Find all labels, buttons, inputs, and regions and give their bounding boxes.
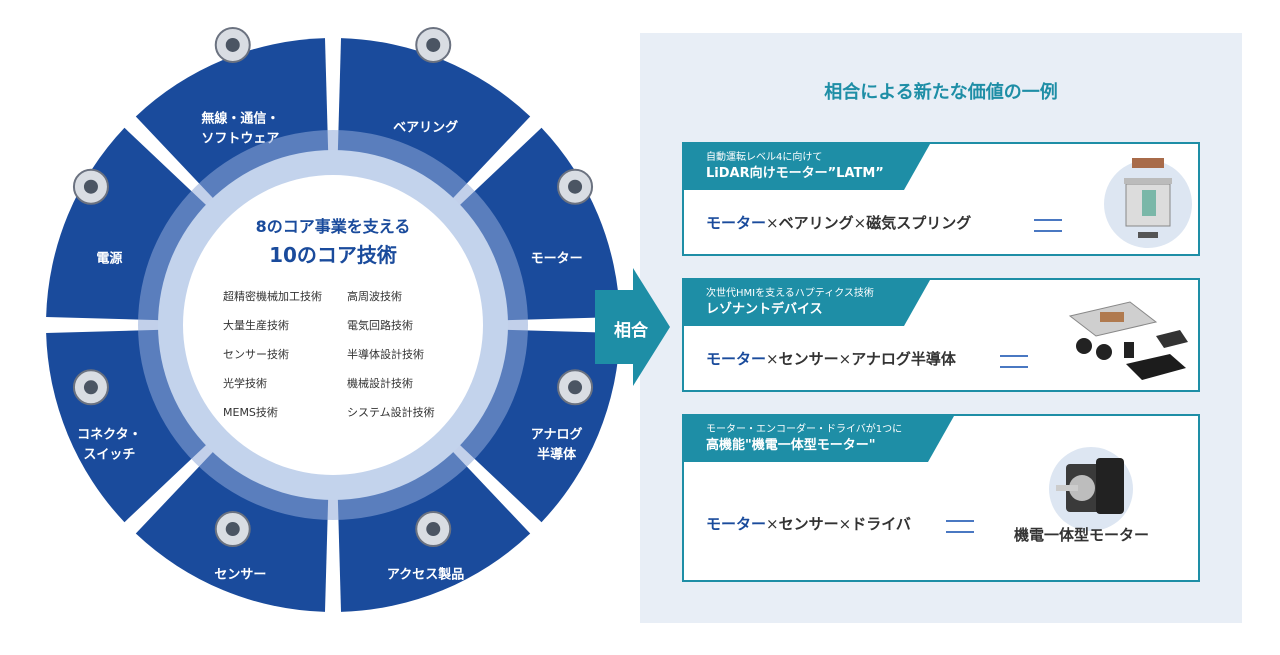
formula-times: ×	[838, 515, 852, 533]
segment-label: アクセス製品	[387, 567, 464, 583]
formula-term: モーター	[706, 214, 767, 232]
technology-item: 機械設計技術	[347, 376, 413, 390]
segment-label: コネクタ・スイッチ	[77, 428, 141, 463]
example-card-haptics: 次世代HMIを支えるハプティクス技術 レゾナントデバイス モーター×センサー×ア…	[682, 278, 1200, 392]
lidar-motor-icon	[1104, 158, 1192, 248]
technology-item: 電気回路技術	[347, 318, 413, 332]
formula-times: ×	[766, 350, 779, 368]
technology-item: システム設計技術	[347, 405, 435, 419]
card-header-line1: 自動運転レベル4に向けて	[706, 152, 823, 163]
formula-term: モーター	[706, 515, 767, 533]
panel-title: 相合による新たな価値の一例	[824, 82, 1058, 103]
technology-item: 大量生産技術	[223, 318, 289, 332]
example-card-integrated-motor: モーター・エンコーダー・ドライバが1つに 高機能"機電一体型モーター" モーター…	[682, 414, 1200, 582]
formula-times: ×	[766, 214, 779, 232]
card-formula: モーター×センサー×ドライバ	[706, 513, 911, 534]
center-title: 8のコア事業を支える	[256, 217, 411, 236]
key-icon	[415, 511, 452, 548]
segment-label: センサー	[214, 568, 266, 583]
segment-label: アナログ半導体	[531, 427, 583, 463]
formula-term: ドライバ	[851, 515, 911, 533]
technology-item: 光学技術	[223, 376, 267, 390]
card-header: 自動運転レベル4に向けて LiDAR向けモーター”LATM”	[684, 144, 930, 190]
card-header: 次世代HMIを支えるハプティクス技術 レゾナントデバイス	[684, 280, 930, 326]
formula-term: センサー	[778, 515, 839, 533]
motor-icon	[557, 168, 594, 205]
segment-label: 電源	[96, 250, 122, 266]
equals-icon	[1034, 219, 1062, 232]
technology-item: 高周波技術	[347, 289, 402, 303]
formula-term: モーター	[706, 350, 767, 368]
technology-item: センサー技術	[223, 348, 289, 361]
card-formula: モーター×ベアリング×磁気スプリング	[706, 212, 971, 233]
formula-term: 磁気スプリング	[866, 214, 972, 232]
card-formula: モーター×センサー×アナログ半導体	[706, 348, 956, 369]
technology-item: 半導体設計技術	[347, 347, 424, 361]
arrow-label: 相合	[614, 321, 648, 341]
segment-label: 無線・通信・ソフトウェア	[201, 110, 279, 146]
result-label: 機電一体型モーター	[1014, 526, 1150, 544]
inner-circle	[183, 175, 483, 475]
power-supply-icon	[72, 168, 109, 205]
segment-label: モーター	[531, 251, 583, 266]
card-header: モーター・エンコーダー・ドライバが1つに 高機能"機電一体型モーター"	[684, 416, 954, 462]
connector-icon	[72, 369, 109, 406]
card-header-line2: LiDAR向けモーター”LATM”	[706, 166, 884, 181]
sensor-icon	[214, 511, 251, 548]
integrated-motor-icon	[1049, 447, 1133, 531]
value-examples-panel: 相合による新たな価値の一例 自動運転レベル4に向けて LiDAR向けモーター”L…	[640, 33, 1242, 623]
formula-term: アナログ半導体	[851, 350, 956, 368]
card-header-line1: モーター・エンコーダー・ドライバが1つに	[706, 424, 903, 435]
example-card-lidar: 自動運転レベル4に向けて LiDAR向けモーター”LATM” モーター×ベアリン…	[682, 142, 1200, 256]
equals-icon	[946, 520, 974, 533]
card-header-line2: 高機能"機電一体型モーター"	[706, 438, 876, 453]
segment-label: ベアリング	[393, 119, 458, 135]
formula-times: ×	[766, 515, 779, 533]
formula-times: ×	[853, 214, 867, 232]
card-header-line2: レゾナントデバイス	[706, 302, 823, 317]
arrow-icon	[595, 268, 670, 386]
bearing-icon	[415, 26, 452, 63]
formula-times: ×	[838, 350, 852, 368]
formula-term: ベアリング	[778, 214, 854, 232]
chip-icon	[557, 369, 594, 406]
antenna-icon	[214, 26, 251, 63]
equals-icon	[1000, 355, 1028, 368]
technology-item: 超精密機械加工技術	[223, 289, 322, 303]
center-subtitle: 10のコア技術	[269, 243, 397, 267]
card-header-line1: 次世代HMIを支えるハプティクス技術	[706, 288, 874, 299]
technology-item: MEMS技術	[223, 406, 278, 419]
formula-term: センサー	[778, 350, 839, 368]
resonant-device-icon	[1068, 301, 1188, 380]
